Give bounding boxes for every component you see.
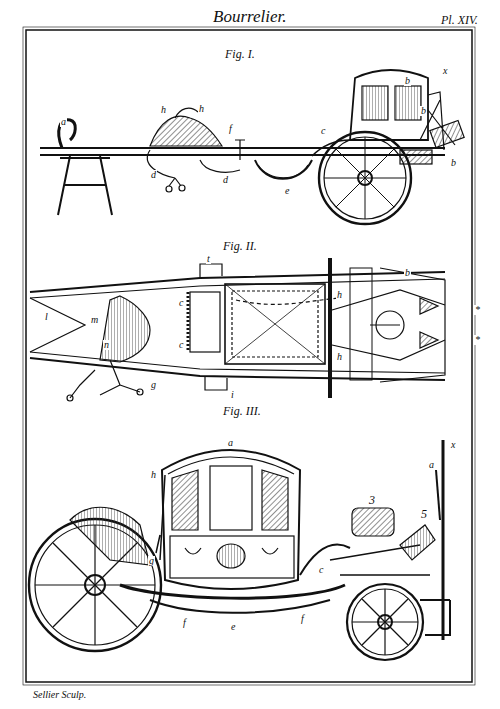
plate-title: Bourrelier. bbox=[213, 8, 287, 25]
callout-letter: h bbox=[198, 104, 205, 114]
callout-letter: * bbox=[474, 335, 481, 345]
callout-letter: * bbox=[474, 305, 481, 315]
callout-letter: a bbox=[60, 117, 67, 127]
callout-letter: c bbox=[178, 298, 184, 308]
callout-letter: d bbox=[150, 170, 157, 180]
callout-letter: e bbox=[230, 622, 236, 632]
figure-1 bbox=[40, 70, 464, 224]
callout-letter: a bbox=[428, 460, 435, 470]
callout-letter: g bbox=[150, 380, 157, 390]
callout-letter: t bbox=[206, 254, 211, 264]
callout-letter: a bbox=[227, 438, 234, 448]
callout-letter: x bbox=[450, 440, 456, 450]
callout-letter: n bbox=[103, 340, 110, 350]
callout-letter: d bbox=[222, 175, 229, 185]
callout-letter: c bbox=[318, 565, 324, 575]
callout-letter: h bbox=[150, 470, 157, 480]
callout-letter: x bbox=[442, 66, 448, 76]
callout-letter: b bbox=[404, 268, 411, 278]
callout-letter: i bbox=[230, 390, 235, 400]
callout-letter: f bbox=[182, 618, 187, 628]
callout-letter: m bbox=[90, 315, 99, 325]
figure-label: Fig. I. bbox=[224, 48, 256, 60]
callout-letter: g bbox=[148, 556, 155, 566]
callout-letter: h bbox=[160, 105, 167, 115]
callout-letter: f bbox=[300, 614, 305, 624]
callout-letter: c bbox=[320, 126, 326, 136]
callout-letter: b bbox=[450, 158, 457, 168]
figure-label: Fig. III. bbox=[222, 405, 262, 417]
figure-3 bbox=[29, 440, 450, 660]
callout-letter: f bbox=[228, 124, 233, 134]
callout-letter: b bbox=[404, 76, 411, 86]
callout-letter: e bbox=[284, 186, 290, 196]
figure-label: 3 bbox=[368, 494, 376, 506]
callout-letter: h bbox=[336, 290, 343, 300]
figure-label: Fig. II. bbox=[222, 240, 258, 252]
figure-label: 5 bbox=[420, 508, 428, 520]
callout-letter: Sellier Sculp. bbox=[32, 690, 87, 700]
figure-2 bbox=[30, 258, 445, 401]
callout-letter: c bbox=[178, 340, 184, 350]
callout-letter: b bbox=[420, 106, 427, 116]
callout-letter: l bbox=[44, 312, 49, 322]
figure-label: Pl. XIV. bbox=[440, 14, 479, 26]
callout-letter: h bbox=[336, 352, 343, 362]
